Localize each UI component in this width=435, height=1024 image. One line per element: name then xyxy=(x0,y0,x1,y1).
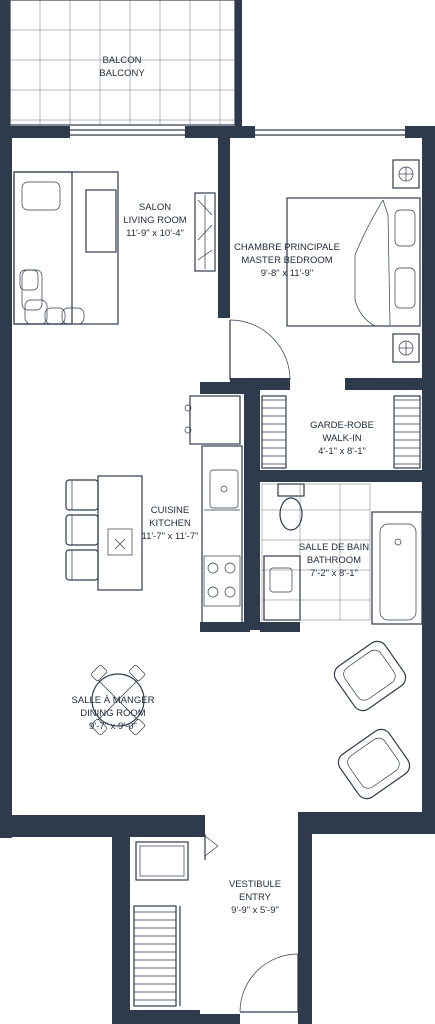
toilet xyxy=(277,483,305,531)
walk-in-shelving xyxy=(260,382,421,469)
entry-closet xyxy=(133,905,181,1007)
kitchen-counter xyxy=(201,445,243,627)
entry-bench xyxy=(135,841,189,881)
fridge xyxy=(184,395,241,445)
armchair-bottom xyxy=(337,728,411,800)
bedroom-door xyxy=(229,319,291,381)
coffee-table xyxy=(85,189,117,253)
bed xyxy=(286,197,421,327)
entry-door xyxy=(239,953,299,1013)
balcony xyxy=(0,0,242,130)
nightstand-top xyxy=(392,159,420,189)
bathroom-vanity xyxy=(263,555,301,621)
nightstand-bottom xyxy=(392,333,420,363)
tv-unit xyxy=(194,192,216,272)
bathtub xyxy=(371,511,423,625)
walls xyxy=(0,126,435,1024)
sofa-sectional xyxy=(13,171,119,325)
dining-table xyxy=(90,664,146,736)
entry-bifold xyxy=(204,834,219,860)
kitchen-island xyxy=(65,475,143,591)
armchair-top xyxy=(333,640,407,712)
